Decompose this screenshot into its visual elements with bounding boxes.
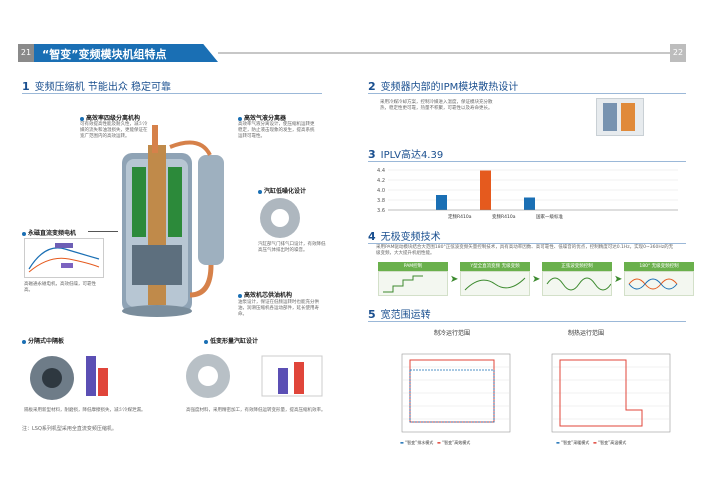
callout-label-partition: 分隔式中隔板 xyxy=(22,336,64,345)
ipm-heatsink-image xyxy=(596,98,644,136)
iplv-bar xyxy=(524,197,535,210)
heating-legend: ▬ “智变”采暖模式 ▬ “智变”高温模式 xyxy=(556,440,627,445)
iplv-bar xyxy=(480,170,491,210)
callout-text-cylinder-noise: 汽缸部气门排气口设计，有效降低高压气体排出时的噪音。 xyxy=(258,242,326,253)
callout-label-separator: 高效率四级分离机构 xyxy=(80,113,140,122)
section-1-underline xyxy=(22,93,322,94)
callout-label-low-deform: 低变形量汽缸设计 xyxy=(204,336,258,345)
page-number-left: 21 xyxy=(18,44,34,62)
section-3-underline xyxy=(368,161,686,162)
tech-box-sine-wave: 正弦波变频控制 xyxy=(542,262,612,296)
cooling-range-chart xyxy=(380,340,520,450)
iplv-category-label: 定频R410a xyxy=(448,213,472,220)
section-4-text: 采用PAM驱动模块结合大范围180°正弦波变频矢量控制技术，具有高动率因数、高可… xyxy=(376,245,674,256)
section-2-text: 采用冷媒冷却方案，控制冷媒进入温度，保证模块充分散热，稳定性更可靠，热量不积聚，… xyxy=(380,100,493,111)
compressor-illustration xyxy=(110,125,228,325)
arrow-icon: ➤ xyxy=(450,274,459,285)
callout-label-motor: 永磁直流变频电机 xyxy=(22,228,76,237)
partition-image xyxy=(26,348,116,410)
callout-label-gas-liquid: 高效气液分离器 xyxy=(238,113,286,122)
callout-text-gas-liquid: 高效率气液分离设计，使压缩机运转更稳定，防止液击现象的发生，提高系统运转可靠性。 xyxy=(238,122,315,139)
callout-label-cylinder-noise: 汽缸低噪化设计 xyxy=(258,186,306,195)
iplv-category-label: 变频R410a xyxy=(492,213,516,220)
iplv-ytick-label: 3.6 xyxy=(377,208,385,214)
iplv-chart: 4.4 4.2 4.0 3.8 3.6 定频R410a 变频R410a 国家一级标准 xyxy=(366,166,686,224)
cooling-legend: ▬ “智变”排水模式 ▬ “智变”高效模式 xyxy=(400,440,471,445)
header-divider xyxy=(218,52,670,54)
callout-text-separator: 可有效提高性能及耐久性，减少冷媒的流失和油温损失，更能保证在宽广范围内的高效运转… xyxy=(80,122,148,139)
cylinder-image xyxy=(258,196,304,244)
low-deform-image xyxy=(182,350,332,406)
page-number-right: 22 xyxy=(670,44,686,62)
iplv-category-label: 国家一级标准 xyxy=(536,213,563,220)
iplv-bar xyxy=(436,195,447,210)
callout-label-oil-supply: 高效机芯供油机构 xyxy=(238,290,292,299)
section-5-underline xyxy=(368,321,686,322)
heating-range-chart xyxy=(530,340,680,450)
iplv-ytick-label: 4.0 xyxy=(377,188,385,194)
callout-text-oil-supply: 油泵设计，保证在低频运转时也能充分供油，润滑压缩机各运动部件，延长使用寿命。 xyxy=(238,300,319,317)
callout-text-partition: 隔板采用新型材料，耐磨损，降低摩擦损失，减少冷媒泄漏。 xyxy=(24,408,146,413)
callout-text-low-deform: 高强度材料，采用精密加工，有效降低运转变形量，提高压缩机效率。 xyxy=(186,408,326,413)
tech-box-y-type: Y型全直流变频 无级变频 xyxy=(460,262,530,296)
title-tab: “智变”变频模块机组特点 xyxy=(34,44,218,62)
motor-efficiency-chart xyxy=(24,238,104,278)
page-title: “智变”变频模块机组特点 xyxy=(42,48,167,61)
arrow-icon: ➤ xyxy=(614,274,623,285)
callout-text-motor: 高磁通永磁电机，高效低噪，可靠性高。 xyxy=(24,282,96,293)
leader-line-motor xyxy=(88,231,118,232)
tech-box-pam: PAM控制 xyxy=(378,262,448,296)
section-2-underline xyxy=(368,93,686,94)
section-4-underline xyxy=(368,243,686,244)
footnote: 注：LSQ系列机型采用全直流变频压缩机。 xyxy=(22,426,117,432)
tech-box-180: 180° 无级变频控制 xyxy=(624,262,694,296)
iplv-ytick-label: 3.8 xyxy=(377,198,385,204)
cooling-range-title: 制冷运行范围 xyxy=(434,330,471,337)
heating-range-title: 制热运行范围 xyxy=(568,330,605,337)
iplv-ytick-label: 4.4 xyxy=(377,168,385,174)
iplv-ytick-label: 4.2 xyxy=(377,178,385,184)
arrow-icon: ➤ xyxy=(532,274,541,285)
page-header: 21 “智变”变频模块机组特点 22 xyxy=(18,44,686,62)
